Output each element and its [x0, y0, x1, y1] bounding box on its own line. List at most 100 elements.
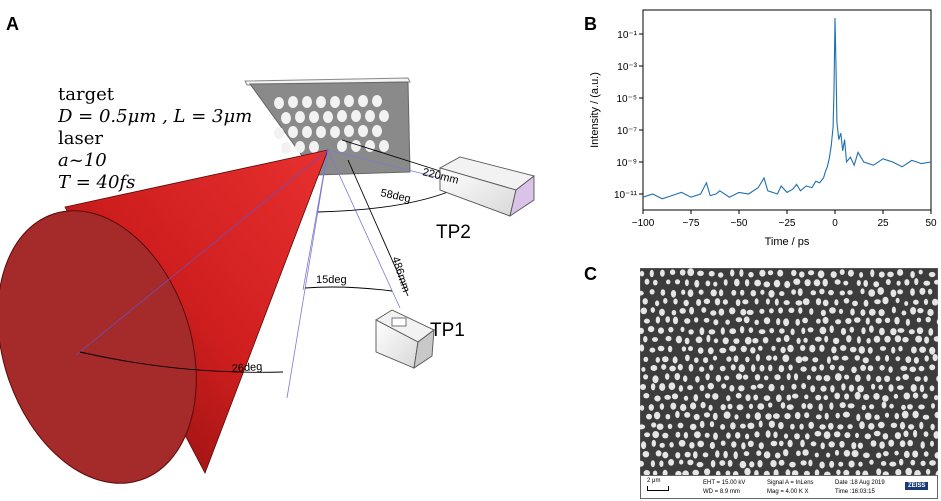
- nanowire-dot: [897, 269, 904, 276]
- nanowire-dot: [648, 404, 654, 411]
- nanowire-dot: [643, 393, 650, 399]
- nanowire-dot: [754, 279, 761, 287]
- nanowire-dot: [667, 345, 673, 353]
- nanowire-dot: [878, 271, 885, 278]
- nanowire-dot: [698, 289, 704, 295]
- nanowire-dot: [819, 461, 825, 469]
- nanowire-dot: [725, 319, 730, 325]
- nanowire-dot: [757, 403, 765, 410]
- nanowire-dot: [709, 441, 715, 450]
- nanowire-dot: [782, 354, 790, 363]
- nanowire-dot: [675, 452, 681, 459]
- nanowire-dot: [740, 423, 746, 429]
- nanowire-dot: [860, 288, 865, 295]
- target-heading: target: [58, 84, 114, 105]
- nanowire-dot: [744, 467, 751, 476]
- y-tick-label: 10⁻⁷: [617, 126, 637, 137]
- nanowire-dot: [719, 347, 727, 354]
- nanowire-dot: [655, 300, 660, 307]
- nanowire-dot: [908, 424, 915, 430]
- nanowire-dot: [736, 404, 744, 411]
- nanowire-dot: [890, 328, 897, 336]
- nanowire-dot: [828, 441, 835, 448]
- nanowire-dot: [726, 395, 731, 402]
- nanowire-dot: [819, 326, 827, 335]
- nanowire-dot: [905, 467, 912, 476]
- nanowire-dot: [748, 327, 754, 333]
- nanowire-dot: [823, 375, 831, 382]
- nanowire-dot: [685, 354, 690, 362]
- nanowire-dot: [863, 452, 870, 459]
- nanowire-dot: [651, 422, 657, 428]
- nanowire-dot: [687, 385, 693, 391]
- nanowire-dot: [874, 414, 880, 420]
- nanowire-dot: [791, 269, 797, 277]
- nanowire-dot: [739, 460, 747, 469]
- nanowire-dot: [705, 373, 710, 381]
- nanowire-dot: [641, 441, 647, 450]
- nanowire-dot: [910, 459, 916, 466]
- nanowire-dot: [684, 451, 691, 458]
- nanowire-dot: [929, 346, 936, 355]
- nanowire-dot: [662, 432, 669, 439]
- nanowire-dot: [862, 357, 869, 364]
- nanowire-dot: [650, 460, 655, 468]
- nanowire-dot: [735, 392, 742, 399]
- nanowire-dot: [650, 383, 656, 391]
- nanowire-dot: [678, 439, 686, 447]
- nanowire-dot: [750, 384, 757, 390]
- nanowire-dot: [856, 280, 861, 286]
- nanowire-dot: [829, 307, 836, 314]
- nanowire-dot: [934, 395, 938, 401]
- nanowire-dot: [722, 299, 728, 305]
- nanowire-dot: [873, 430, 881, 437]
- nanowire-dot: [644, 432, 651, 438]
- nanowire-dot: [814, 430, 822, 437]
- nanowire-dot: [769, 328, 775, 334]
- nanowire-dot: [694, 431, 701, 439]
- nanowire-dot: [809, 308, 814, 315]
- nanowire-dot: [773, 355, 778, 361]
- nanowire-dot: [923, 431, 929, 437]
- nanowire-dot: [715, 470, 721, 476]
- nanowire-dot: [878, 384, 883, 390]
- nanowire-dot: [882, 296, 889, 305]
- nanowire-dot: [924, 355, 929, 362]
- nanowire-dot: [834, 449, 840, 456]
- nanowire-dot: [745, 413, 751, 419]
- nanowire-dot: [802, 449, 809, 456]
- nanowire-dot: [905, 356, 912, 363]
- nanowire-dot: [907, 404, 913, 410]
- nanowire-dot: [713, 338, 719, 344]
- nanowire-dot: [934, 279, 938, 285]
- nanowire-dot: [668, 382, 676, 390]
- nanowire-dot: [884, 355, 890, 362]
- nanowire-dot: [914, 470, 921, 476]
- nanowire-dot: [763, 375, 769, 381]
- nanowire-dot: [868, 423, 875, 430]
- nanowire-dot: [801, 383, 806, 390]
- nanowire-dot: [835, 319, 842, 325]
- nanowire-dot: [769, 308, 774, 314]
- nanowire-dot: [643, 356, 649, 362]
- nanowire-dot: [640, 290, 644, 296]
- nanowire-dot: [733, 451, 738, 460]
- target-dimensions: D = 0.5μm , L = 3μm: [58, 106, 253, 127]
- nanowire-dot: [834, 279, 841, 285]
- nanowire-dot: [856, 336, 861, 344]
- nanowire-dot: [642, 298, 648, 305]
- nanowire-dot: [710, 289, 717, 297]
- nanowire-dot: [873, 281, 880, 288]
- nanowire-dot: [724, 375, 730, 381]
- nanowire-dot: [712, 393, 719, 400]
- nanowire-dot: [884, 335, 891, 343]
- nanowire-dot: [667, 423, 673, 429]
- nanowire-dot: [895, 376, 901, 382]
- target-plate: [244, 77, 411, 176]
- nanowire-dot: [800, 439, 805, 448]
- nanowire-dot: [718, 289, 724, 297]
- nanowire-dot: [882, 433, 889, 440]
- angle-58deg: 58deg: [379, 187, 411, 205]
- nanowire-dot: [719, 365, 726, 372]
- nanowire-dot: [718, 308, 725, 316]
